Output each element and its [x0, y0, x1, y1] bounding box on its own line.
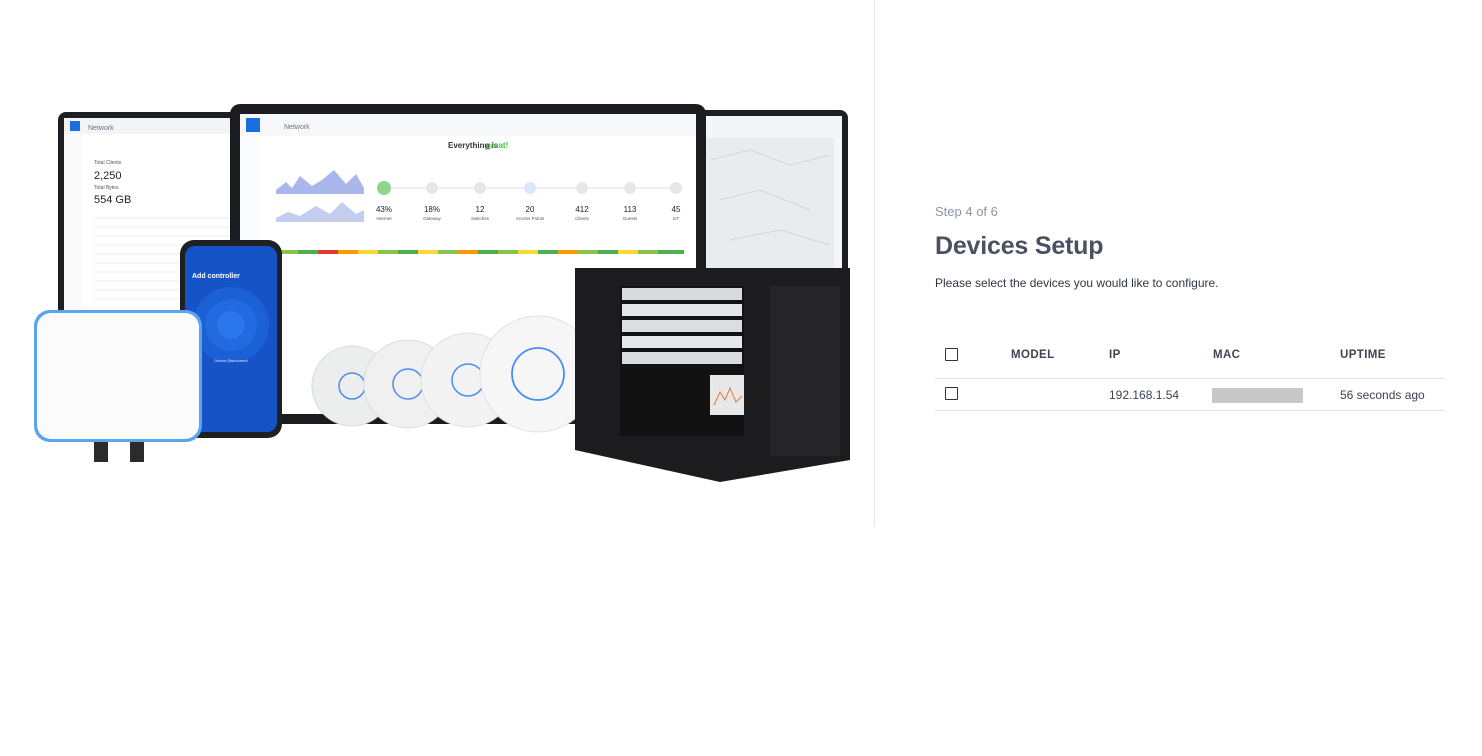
- svg-text:113: 113: [624, 205, 637, 214]
- device-ip: 192.168.1.54: [1109, 388, 1180, 402]
- svg-text:IoT: IoT: [673, 216, 680, 221]
- svg-text:2,250: 2,250: [94, 170, 122, 182]
- column-header-uptime: UPTIME: [1340, 349, 1386, 361]
- server-rack: [575, 268, 850, 482]
- table-header: MODEL IP MAC UPTIME: [935, 340, 1445, 379]
- outdoor-access-point: [34, 310, 202, 462]
- device-uptime: 56 seconds ago: [1340, 388, 1425, 402]
- laptop-app-name: Network: [284, 124, 310, 131]
- svg-text:412: 412: [575, 205, 589, 214]
- column-header-model: MODEL: [1011, 349, 1055, 361]
- svg-text:18%: 18%: [424, 205, 440, 214]
- column-header-mac: MAC: [1213, 349, 1241, 361]
- product-family-illustration: Network Total Clients 2,250 Total Bytes …: [30, 90, 860, 500]
- page-instructions: Please select the devices you would like…: [935, 276, 1219, 290]
- tablet-app-name: Network: [88, 125, 114, 132]
- phone-title: Add controller: [192, 273, 240, 280]
- svg-text:Access Points: Access Points: [516, 216, 545, 221]
- table-row[interactable]: 192.168.1.54 56 seconds ago: [935, 379, 1445, 411]
- svg-text:20: 20: [526, 205, 535, 214]
- svg-text:Total Clients: Total Clients: [94, 160, 122, 166]
- hero-svg: Network Total Clients 2,250 Total Bytes …: [34, 104, 850, 482]
- column-header-ip: IP: [1109, 349, 1121, 361]
- page-title: Devices Setup: [935, 232, 1104, 260]
- panel-divider: [874, 0, 875, 526]
- svg-text:Gateway: Gateway: [423, 216, 442, 221]
- svg-text:43%: 43%: [376, 205, 392, 214]
- phone-status: Device Discovered: [214, 358, 247, 363]
- laptop-headline-accent: great!: [486, 141, 508, 150]
- svg-text:554 GB: 554 GB: [94, 194, 131, 206]
- step-indicator: Step 4 of 6: [935, 204, 998, 219]
- svg-text:45: 45: [672, 205, 681, 214]
- svg-text:Guests: Guests: [623, 216, 638, 221]
- device-mac-redacted: [1212, 388, 1303, 403]
- phone: Add controller Device Discovered: [180, 240, 282, 438]
- device-select-checkbox[interactable]: [945, 387, 958, 400]
- traffic-color-bar: [278, 250, 684, 254]
- ceiling-access-points: [311, 315, 597, 433]
- svg-text:Internet: Internet: [376, 216, 392, 221]
- select-all-checkbox[interactable]: [945, 348, 958, 361]
- svg-text:12: 12: [476, 205, 485, 214]
- laptop-headline: Everything is: [448, 141, 499, 150]
- devices-table: MODEL IP MAC UPTIME 192.168.1.54 56 seco…: [935, 340, 1447, 411]
- svg-text:Total Bytes: Total Bytes: [94, 185, 119, 191]
- tablet-right: [698, 110, 848, 280]
- svg-text:Switches: Switches: [471, 216, 490, 221]
- svg-text:Clients: Clients: [575, 216, 590, 221]
